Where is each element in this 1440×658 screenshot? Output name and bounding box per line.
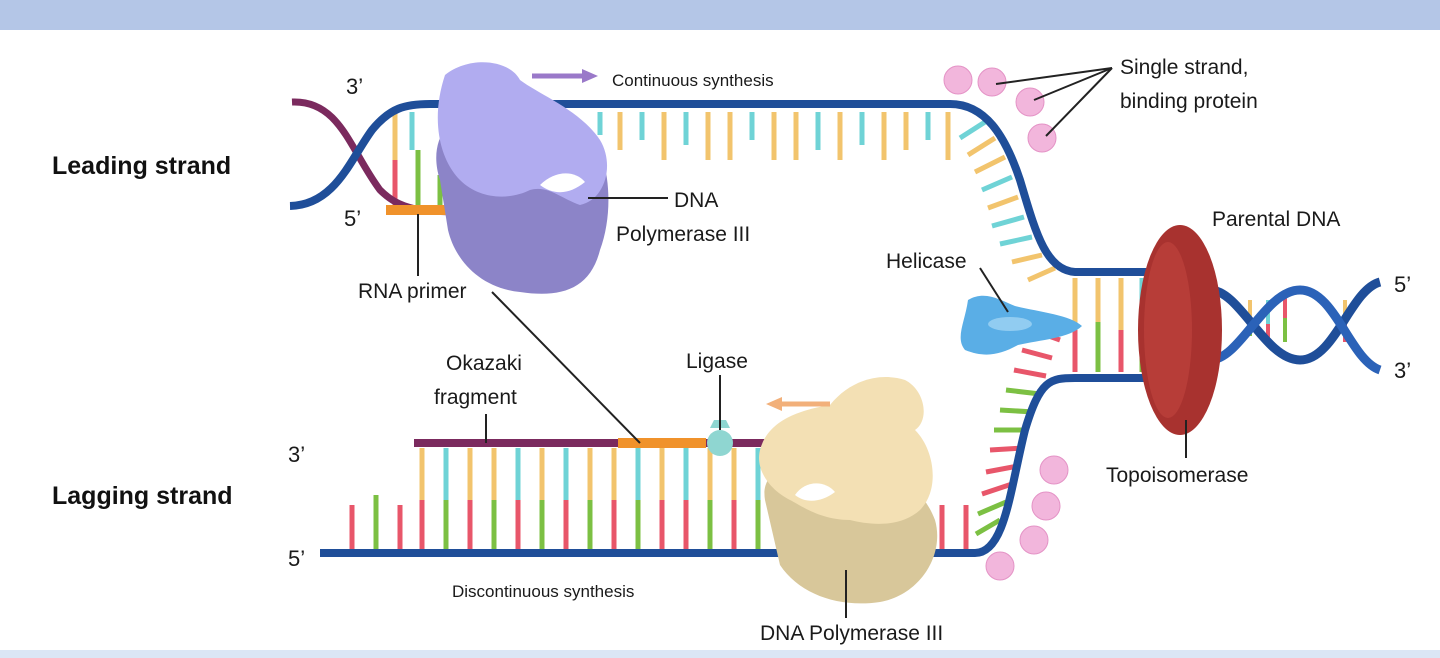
label-ssb-line2: binding protein bbox=[1120, 90, 1258, 113]
topoisomerase-enzyme bbox=[1138, 225, 1222, 435]
label-dna-pol-top-line2: Polymerase III bbox=[616, 223, 750, 246]
leading-base-pairs bbox=[392, 112, 1057, 283]
continuous-arrow bbox=[532, 69, 598, 83]
label-parental-dna: Parental DNA bbox=[1212, 208, 1340, 231]
label-helicase: Helicase bbox=[886, 250, 967, 273]
label-end-5-right: 5’ bbox=[1394, 272, 1411, 297]
ssb-proteins bbox=[943, 65, 1069, 581]
label-end-3-lag: 3’ bbox=[288, 442, 305, 467]
parental-helix-strand-b bbox=[1209, 285, 1382, 375]
label-end-5-top: 5’ bbox=[344, 206, 361, 231]
label-end-3-top: 3’ bbox=[346, 74, 363, 99]
label-ssb-line1: Single strand, bbox=[1120, 56, 1248, 79]
parental-helix-strand-a bbox=[1209, 277, 1382, 365]
bottom-banner bbox=[0, 650, 1440, 658]
leading-template-backbone bbox=[430, 100, 1170, 276]
dna-polymerase-bottom bbox=[759, 377, 938, 604]
label-continuous-synthesis: Continuous synthesis bbox=[612, 71, 774, 90]
label-discontinuous-synthesis: Discontinuous synthesis bbox=[452, 582, 634, 601]
label-end-5-lag: 5’ bbox=[288, 546, 305, 571]
leading-template-twist bbox=[289, 100, 431, 210]
discontinuous-arrow bbox=[766, 397, 830, 411]
label-lagging-strand: Lagging strand bbox=[52, 482, 233, 510]
label-okazaki-line1: Okazaki bbox=[446, 352, 522, 375]
label-dna-pol-top-line1: DNA bbox=[674, 189, 718, 212]
label-ligase: Ligase bbox=[686, 350, 748, 373]
label-rna-primer: RNA primer bbox=[358, 280, 467, 303]
label-okazaki-line2: fragment bbox=[434, 386, 517, 409]
label-end-3-right: 3’ bbox=[1394, 358, 1411, 383]
dna-polymerase-top bbox=[436, 62, 609, 294]
lagging-template-backbone bbox=[320, 374, 1170, 557]
label-dna-pol-bottom: DNA Polymerase III bbox=[760, 622, 943, 645]
leader-lines bbox=[417, 67, 1187, 618]
label-topoisomerase: Topoisomerase bbox=[1106, 464, 1248, 487]
top-banner bbox=[0, 0, 1440, 30]
label-leading-strand: Leading strand bbox=[52, 152, 231, 180]
